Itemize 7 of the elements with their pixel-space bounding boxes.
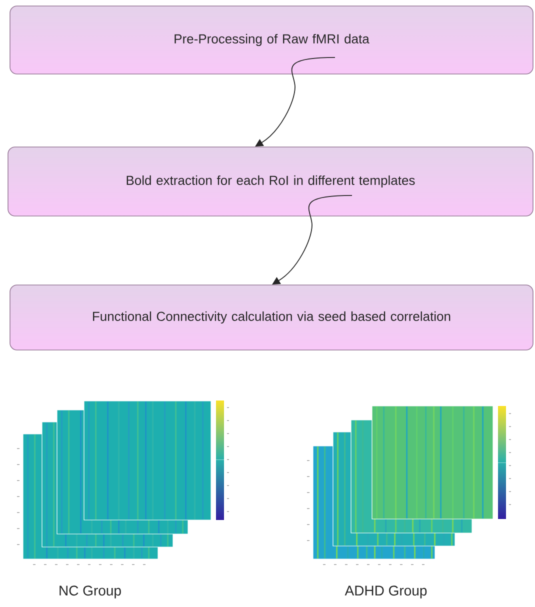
curved-arrow xyxy=(255,56,336,147)
process-box: Pre-Processing of Raw fMRI data xyxy=(10,6,534,74)
curved-arrow xyxy=(272,194,352,285)
group-label: NC Group xyxy=(60,586,121,598)
process-box: Bold extraction for each RoI in different templates xyxy=(8,146,534,216)
group-label: ADHD Group xyxy=(344,586,427,598)
process-box: Functional Connectivity calculation via seed based correlation xyxy=(10,284,534,350)
